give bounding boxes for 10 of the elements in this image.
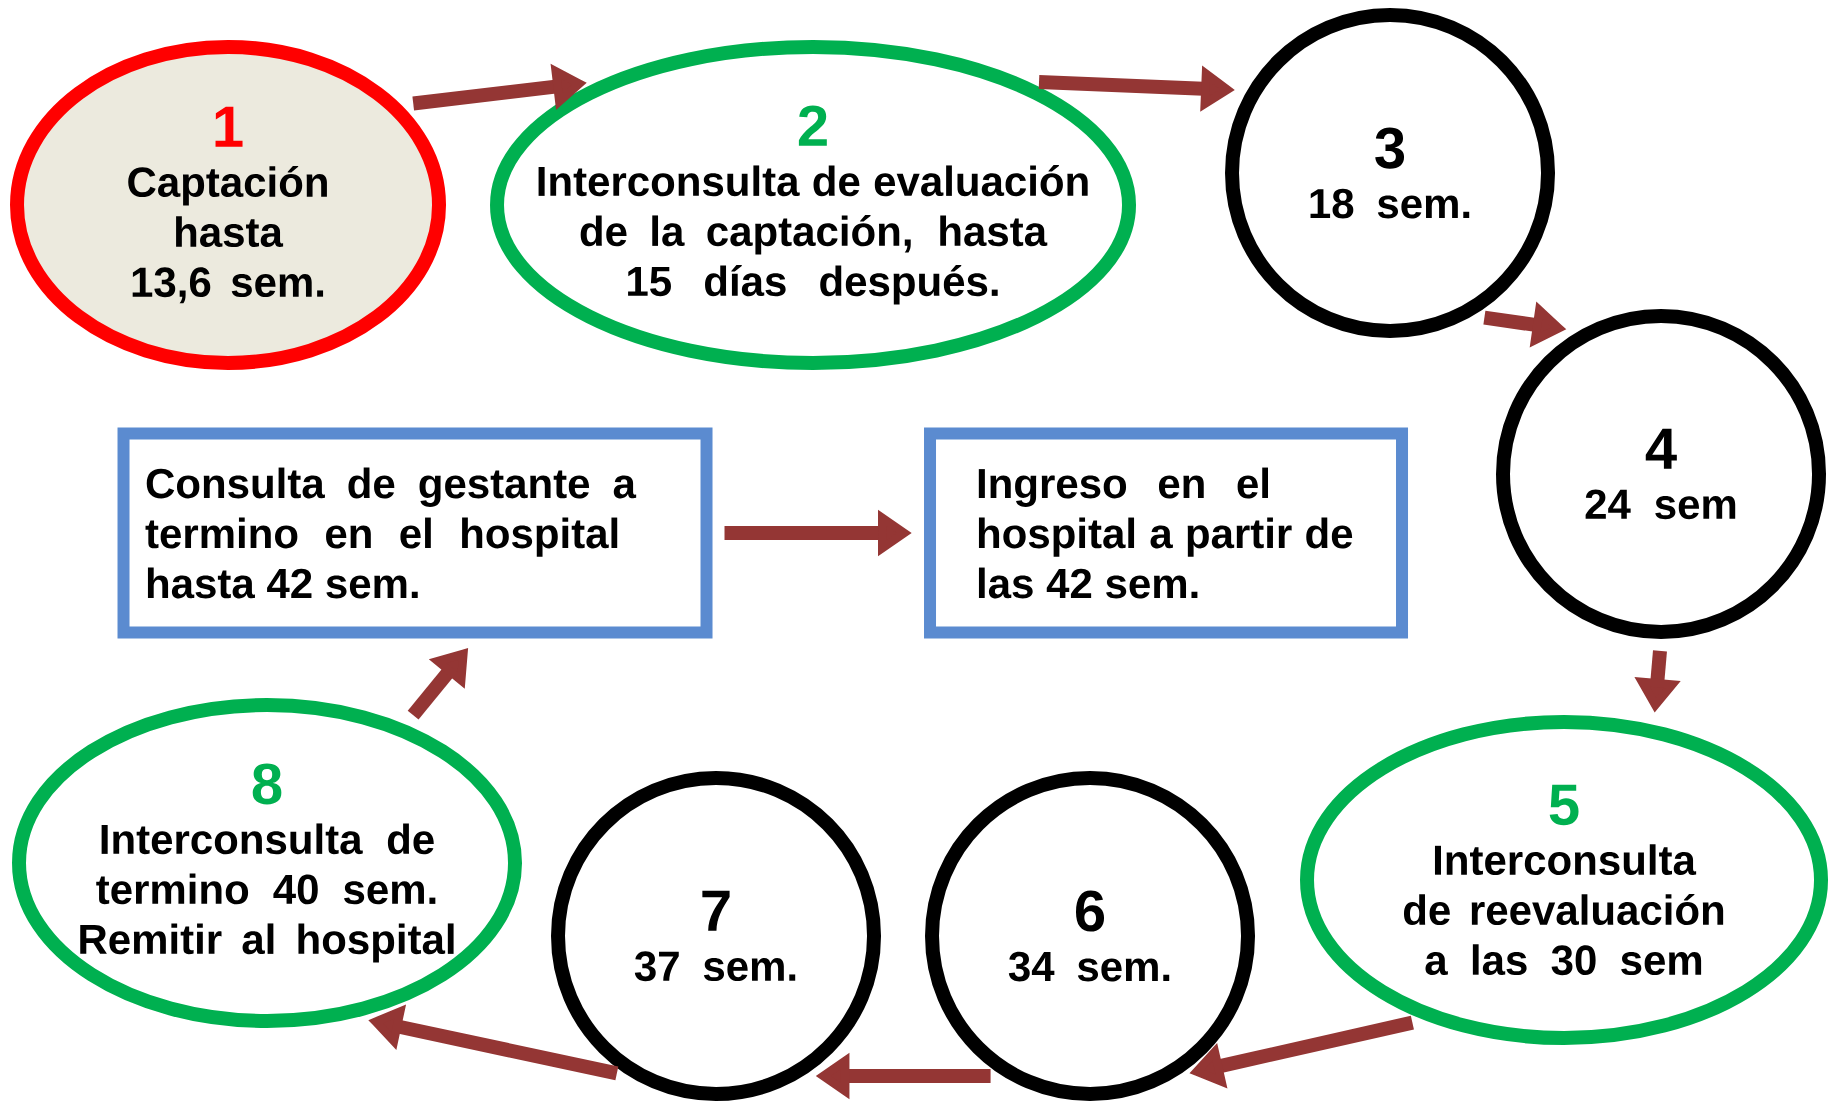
circle-node: 4 24 sem <box>1496 309 1826 639</box>
process-box: Ingreso en el hospital a partir de las 42 sem. <box>924 427 1408 639</box>
process-box: Consulta de gestante a termino en el hospital hasta 42 sem. <box>117 427 713 639</box>
oval-node: 2 Interconsulta de evaluación de la captación, hasta 15 días después. <box>490 40 1136 370</box>
circle-node: 3 18 sem. <box>1225 8 1555 338</box>
circle-node: 6 34 sem. <box>925 771 1255 1101</box>
oval-node: 8 Interconsulta de termino 40 sem. Remitir al hospital <box>12 698 522 1028</box>
oval-node: 5 Interconsulta de reevaluación a las 30 sem <box>1300 715 1828 1045</box>
circle-node: 7 37 sem. <box>551 771 881 1101</box>
oval-node: 1 Captación hasta 13,6 sem. <box>10 40 446 370</box>
